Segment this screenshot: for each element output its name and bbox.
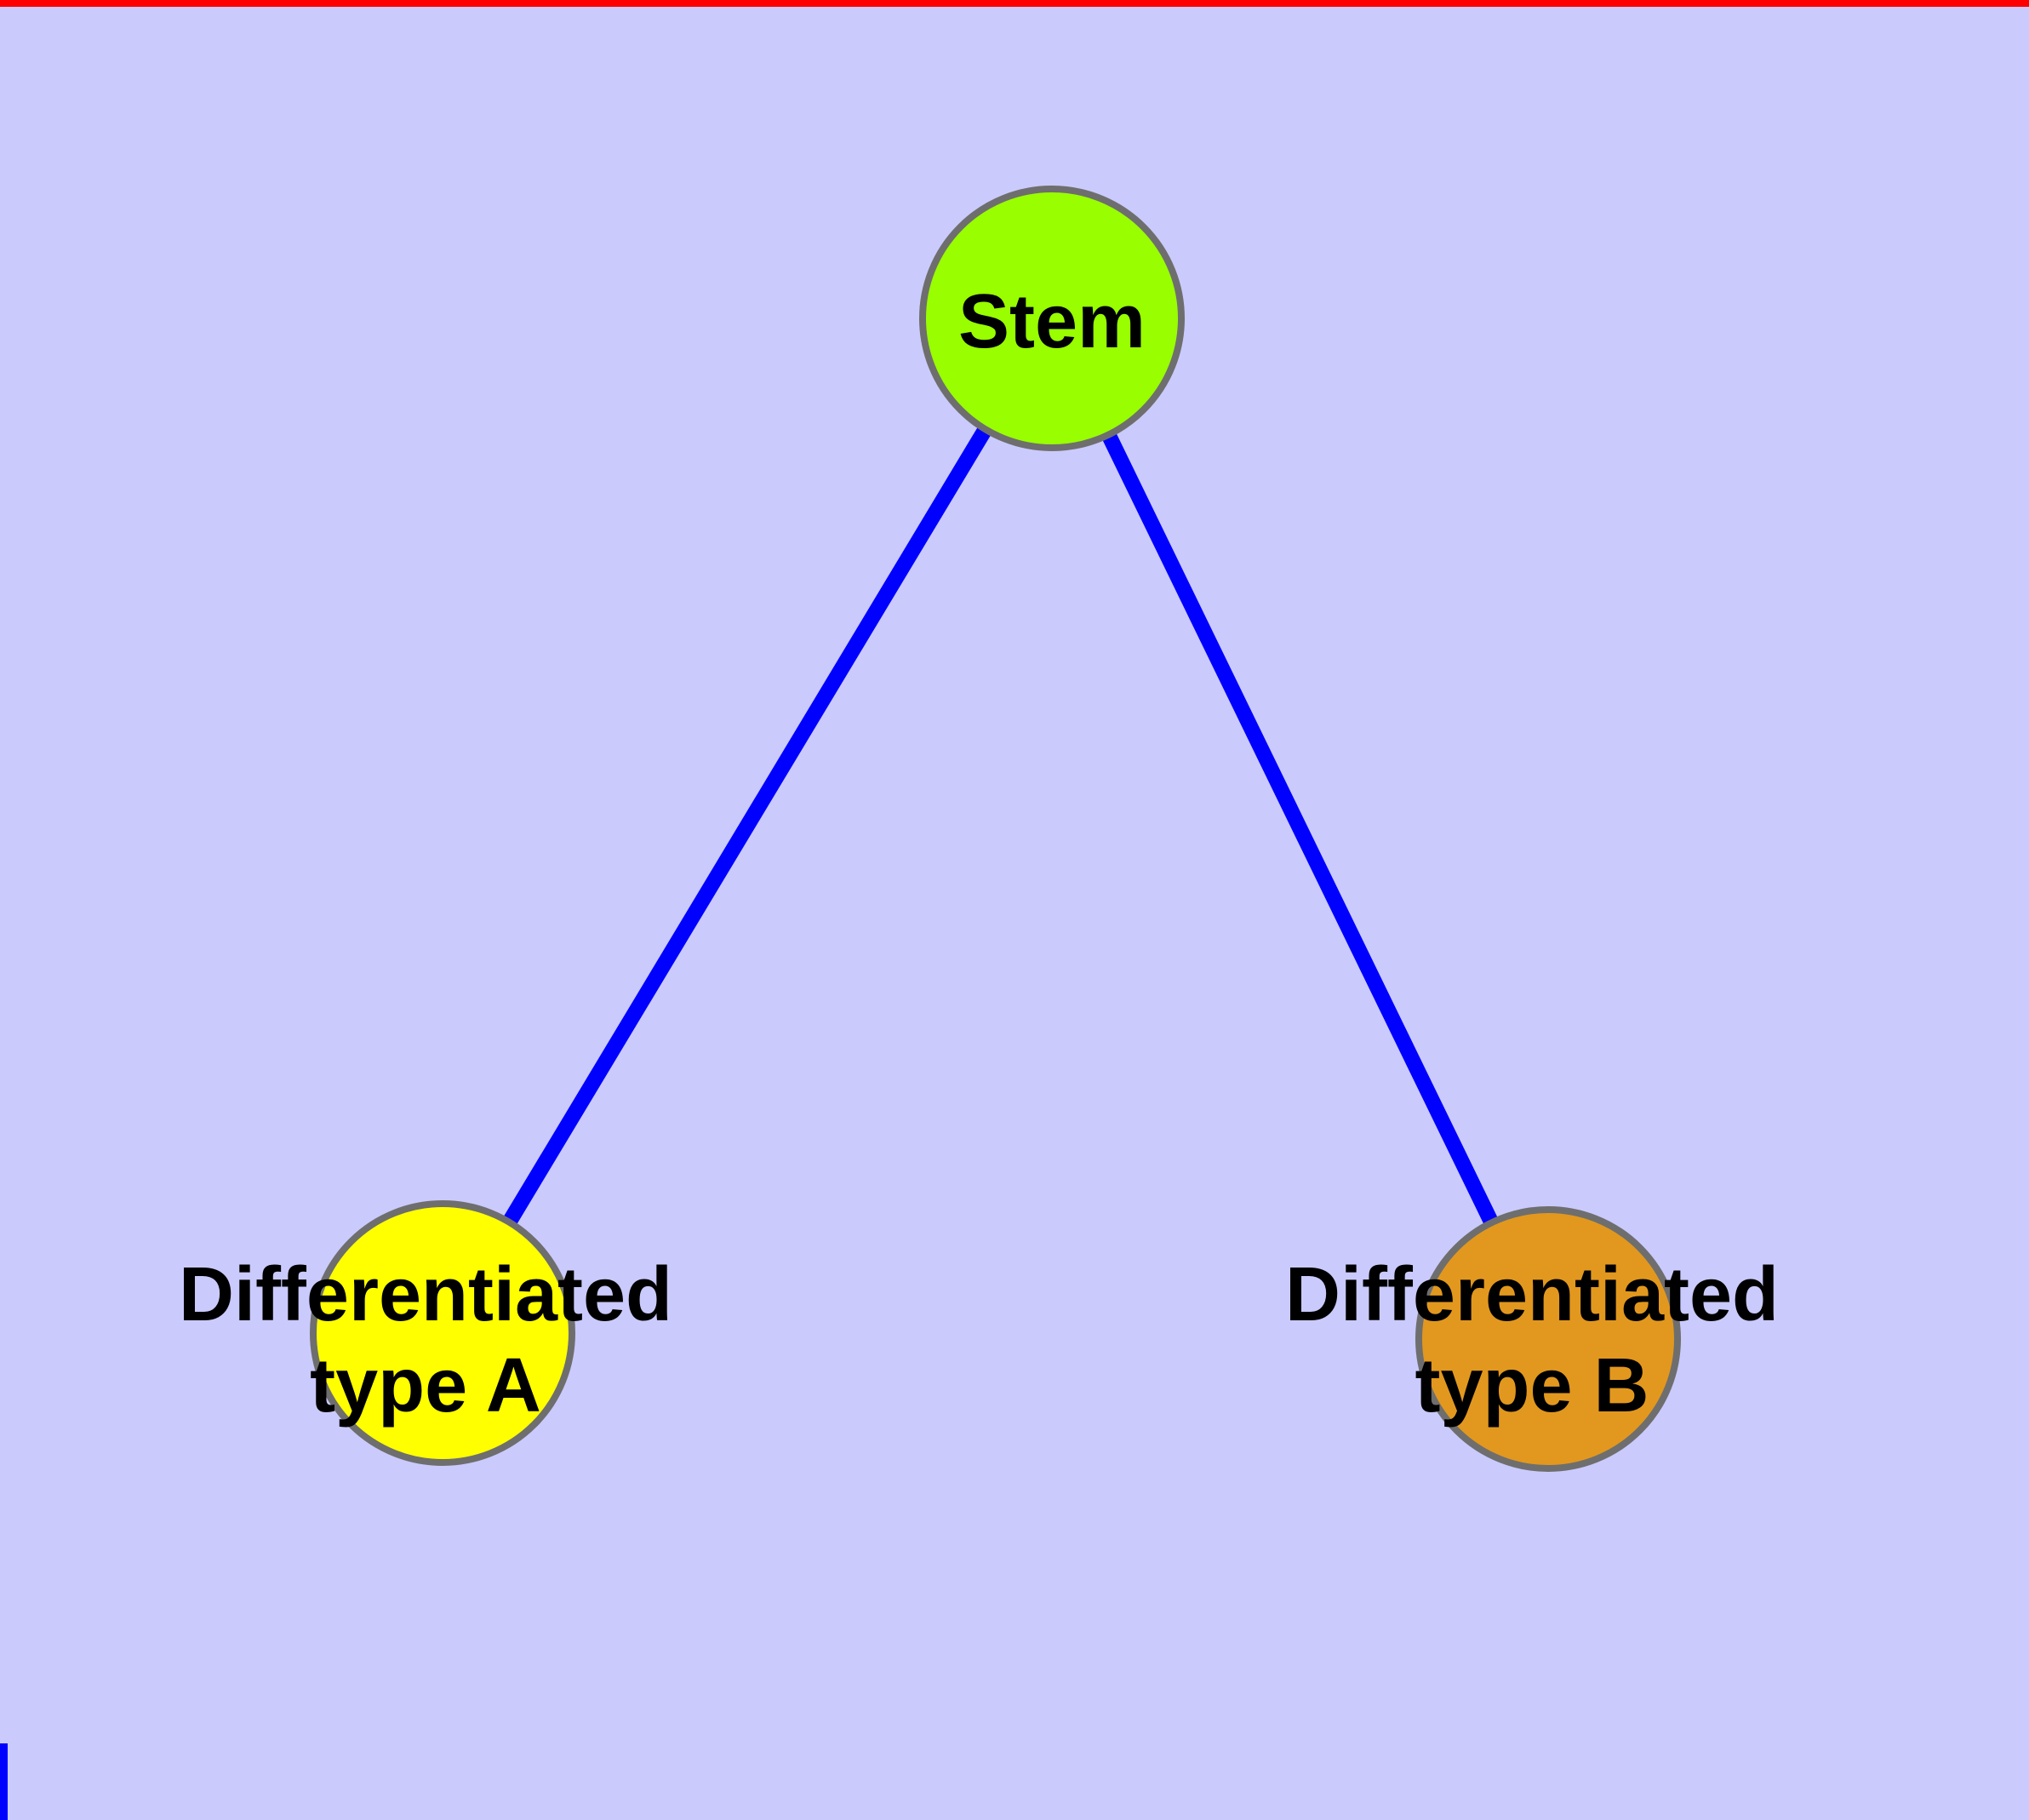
top-frame-strip (0, 0, 2029, 7)
node-type-a-label-line2: type A (310, 1343, 541, 1428)
node-stem-circle (919, 186, 1185, 451)
edge-stem-to-type-b (1044, 315, 1556, 1342)
node-type-b-circle (1415, 1206, 1681, 1472)
node-type-a-circle (310, 1200, 575, 1466)
edge-stem-to-type-a (436, 314, 1059, 1337)
node-type-a-label-line1: Differentiated (179, 1252, 672, 1337)
node-stem-label: Stem (958, 279, 1146, 364)
node-type-b-label-line2: type B (1415, 1343, 1649, 1428)
node-type-b-label-line1: Differentiated (1285, 1252, 1779, 1337)
left-frame-strip (0, 1743, 8, 1820)
